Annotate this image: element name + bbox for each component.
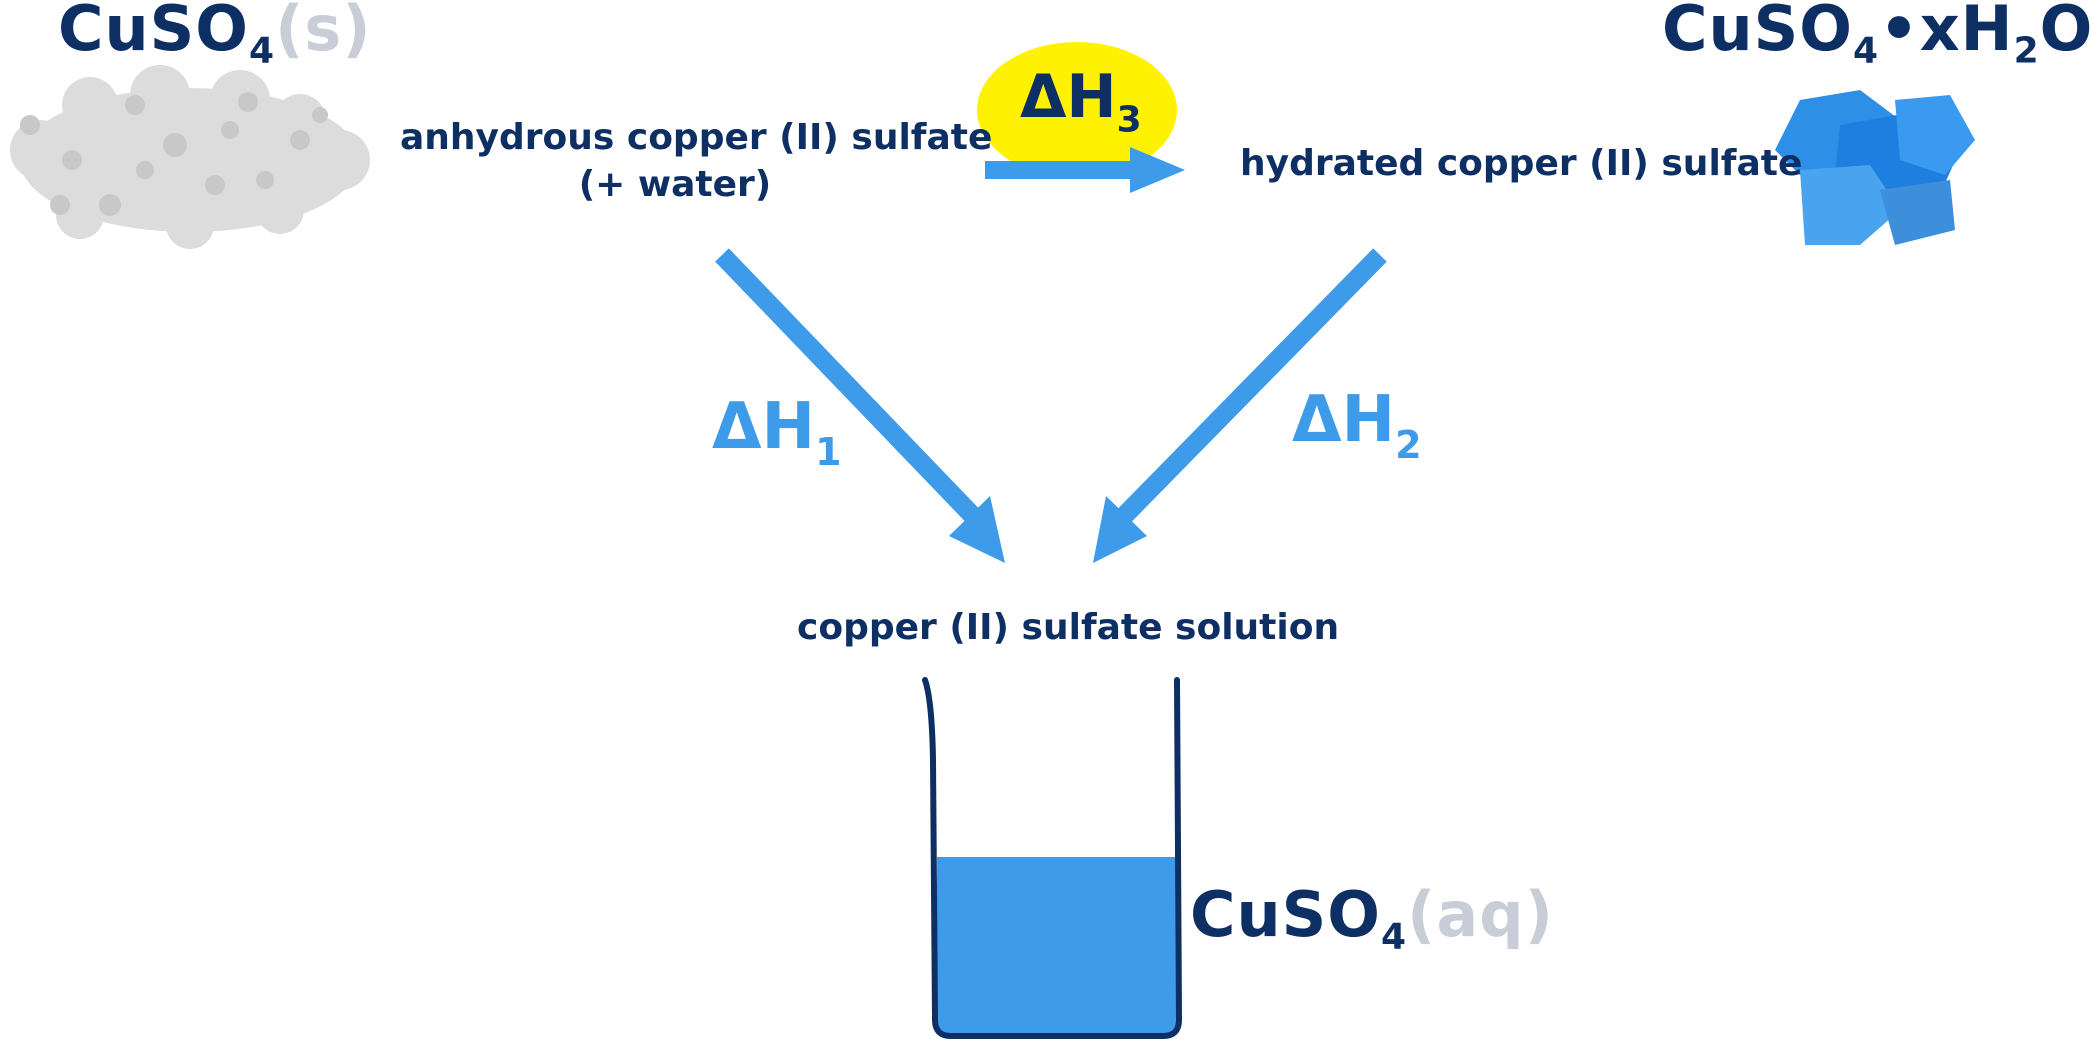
formula-solution-state: (aq)	[1407, 878, 1554, 951]
formula-hydrated-part1: CuSO	[1662, 0, 1853, 65]
arrow-delta-h2	[1093, 248, 1387, 563]
delta-h2-sub: 2	[1395, 423, 1422, 468]
label-anhydrous: anhydrous copper (II) sulfate (+ water)	[400, 117, 993, 205]
formula-hydrated-sub1: 4	[1853, 30, 1880, 72]
formula-solution-main: CuSO	[1190, 878, 1381, 951]
label-hydrated: hydrated copper (II) sulfate	[1240, 143, 1803, 184]
arrow-delta-h3	[985, 147, 1185, 193]
formula-anhydrous-sub: 4	[249, 30, 276, 72]
delta-h2-symbol: ΔH	[1292, 383, 1396, 457]
formula-solution-sub: 4	[1381, 916, 1408, 958]
delta-h3-symbol: ΔH	[1020, 62, 1117, 132]
formula-hydrated-sub2: 2	[2013, 30, 2040, 72]
label-anhydrous-line2: (+ water)	[578, 164, 772, 205]
formula-hydrated: CuSO4•xH2O(s)	[1662, 0, 2092, 72]
delta-h1-sub: 1	[815, 430, 842, 475]
delta-h3-sub: 3	[1116, 99, 1142, 141]
formula-solution: CuSO4(aq)	[1190, 878, 1554, 958]
arrow-delta-h1	[715, 248, 1005, 563]
delta-h3-label: ΔH3	[1020, 62, 1142, 140]
powder-pile-icon	[10, 65, 370, 249]
beaker-icon	[922, 677, 1183, 1039]
delta-h1-label: ΔH1	[712, 390, 842, 474]
formula-anhydrous-state: (s)	[275, 0, 372, 65]
blue-crystal-icon	[1775, 90, 1975, 245]
formula-anhydrous-main: CuSO	[58, 0, 249, 65]
label-anhydrous-line1: anhydrous copper (II) sulfate	[400, 117, 993, 158]
delta-h3-highlight	[977, 42, 1177, 178]
delta-h1-symbol: ΔH	[712, 390, 816, 464]
formula-hydrated-part2: •xH	[1879, 0, 2014, 65]
formula-anhydrous: CuSO4(s)	[58, 0, 372, 72]
delta-h2-label: ΔH2	[1292, 383, 1422, 467]
label-solution: copper (II) sulfate solution	[797, 607, 1340, 648]
formula-hydrated-part3: O	[2039, 0, 2092, 65]
